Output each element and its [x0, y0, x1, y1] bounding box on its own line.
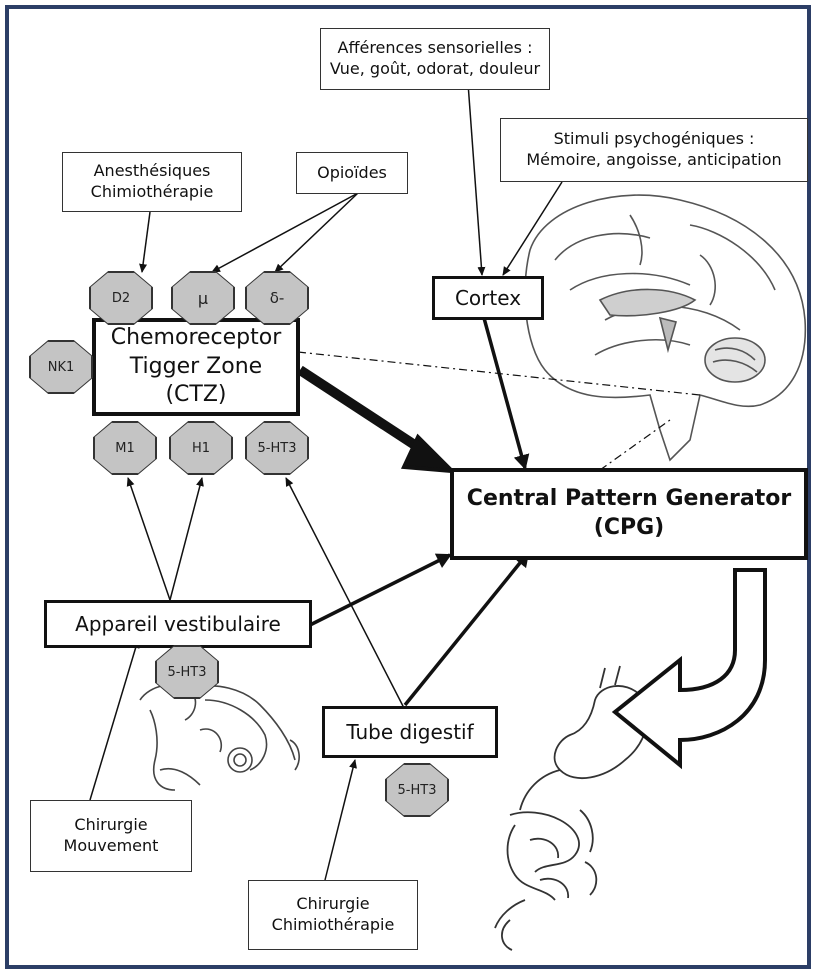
opioids-label: Opioïdes [317, 162, 387, 182]
receptor-5ht3-vestibular-label: 5-HT3 [167, 664, 207, 680]
stomach-intestine-illustration-icon [494, 665, 649, 951]
receptor-m1: M1 [94, 422, 156, 474]
surgery-label-2: Chirurgie [296, 894, 370, 914]
chemotherapy-label-2: Chimiothérapie [271, 915, 395, 934]
anesthetics-box: Anesthésiques Chimiothérapie [62, 152, 242, 212]
movement-label: Mouvement [63, 836, 159, 855]
receptor-h1: H1 [170, 422, 232, 474]
surgery-label: Chirurgie [74, 815, 148, 835]
receptor-mu: μ [172, 272, 234, 324]
vestibular-label: Appareil vestibulaire [75, 612, 281, 636]
sensory-afferents-list: Vue, goût, odorat, douleur [329, 59, 541, 78]
receptor-mu-label: μ [197, 288, 209, 308]
receptor-d2: D2 [90, 272, 152, 324]
receptor-5ht3-digestive-label: 5-HT3 [397, 782, 437, 798]
cortex-label: Cortex [454, 286, 522, 310]
receptor-delta: δ- [246, 272, 308, 324]
ctz-line2: Tigger Zone [129, 353, 263, 379]
receptor-h1-label: H1 [191, 440, 211, 456]
inner-ear-illustration-icon [139, 684, 300, 791]
receptor-5ht3-vestibular: 5-HT3 [156, 646, 218, 698]
receptor-delta-label: δ- [269, 289, 285, 307]
cpg-line1: Central Pattern Generator [466, 486, 792, 512]
receptor-nk1: NK1 [30, 341, 92, 393]
vestibular-box: Appareil vestibulaire [44, 600, 312, 648]
receptor-m1-label: M1 [115, 440, 135, 456]
ctz-box: Chemoreceptor Tigger Zone (CTZ) [92, 318, 300, 416]
cortex-box: Cortex [432, 276, 544, 320]
receptor-nk1-label: NK1 [47, 359, 75, 375]
psychogenic-stimuli-box: Stimuli psychogéniques : Mémoire, angois… [500, 118, 808, 182]
sensory-afferents-box: Afférences sensorielles : Vue, goût, odo… [320, 28, 550, 90]
ctz-line1: Chemoreceptor [110, 325, 282, 351]
receptor-5ht3-ctz-label: 5-HT3 [257, 440, 297, 456]
sensory-afferents-title: Afférences sensorielles : [337, 38, 533, 58]
brain-illustration-icon [524, 194, 807, 462]
psychogenic-stimuli-list: Mémoire, angoisse, anticipation [526, 150, 782, 169]
chemotherapy-label: Chimiothérapie [90, 182, 214, 201]
digestive-tract-box: Tube digestif [322, 706, 498, 758]
receptor-5ht3-digestive: 5-HT3 [386, 764, 448, 816]
psychogenic-stimuli-title: Stimuli psychogéniques : [553, 129, 755, 149]
anesthetics-label: Anesthésiques [93, 161, 211, 181]
cpg-box: Central Pattern Generator (CPG) [450, 468, 808, 560]
digestive-tract-label: Tube digestif [346, 720, 474, 744]
cpg-line2: (CPG) [593, 515, 665, 540]
surgery-chemo-box: Chirurgie Chimiothérapie [248, 880, 418, 950]
opioids-box: Opioïdes [296, 152, 408, 194]
ctz-line3: (CTZ) [165, 382, 227, 408]
receptor-d2-label: D2 [111, 290, 131, 306]
surgery-movement-box: Chirurgie Mouvement [30, 800, 192, 872]
receptor-5ht3-ctz: 5-HT3 [246, 422, 308, 474]
